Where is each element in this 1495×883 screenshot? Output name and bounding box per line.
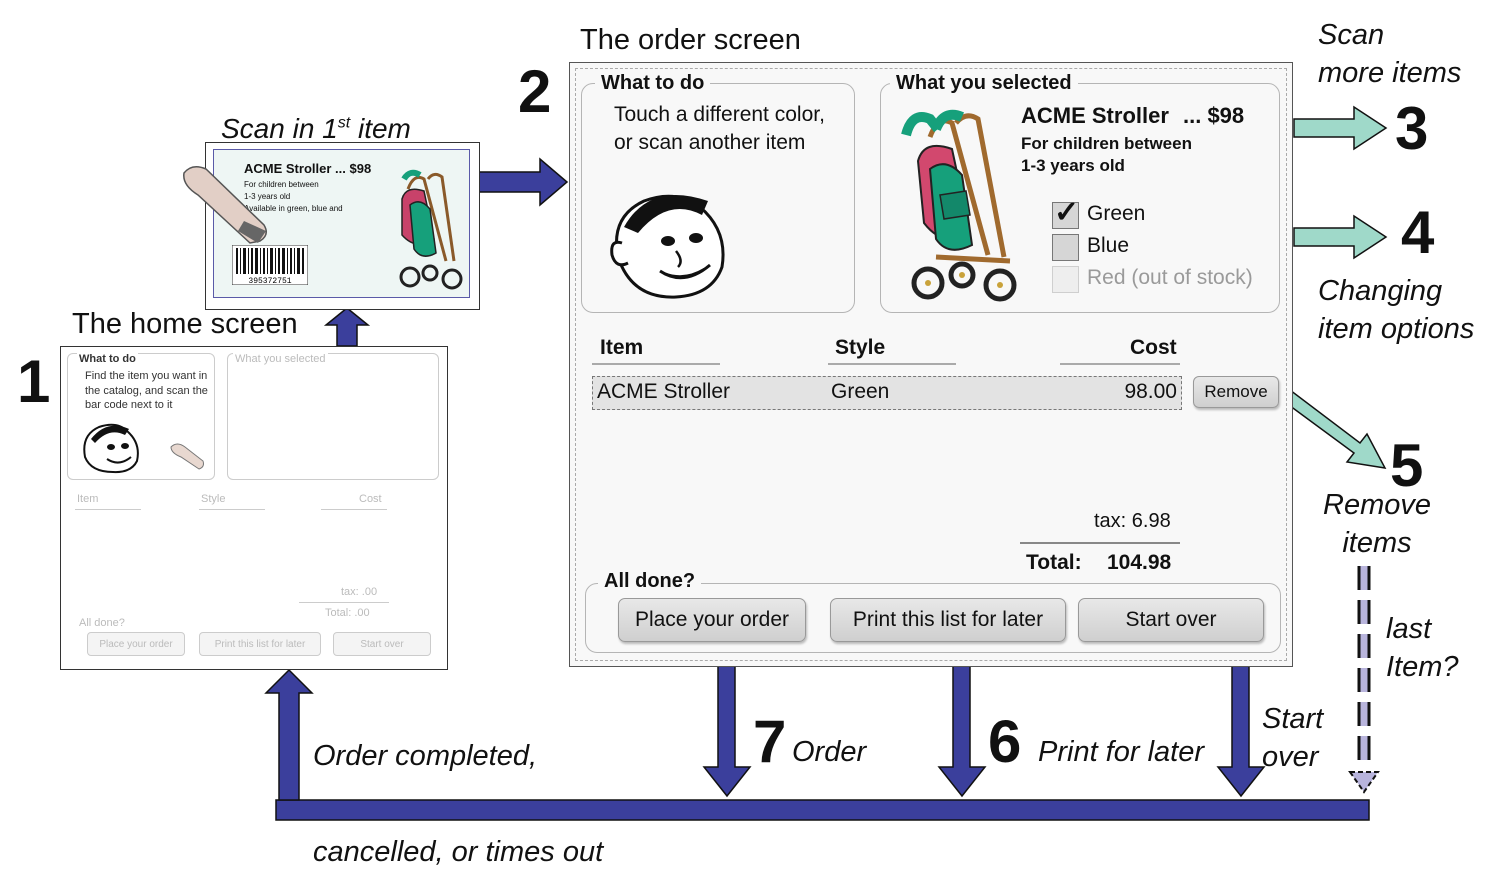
order-screen: What to do Touch a different color, or s… — [569, 62, 1293, 667]
scan-card: ACME Stroller ... $98 For children betwe… — [183, 142, 480, 310]
home-col-style: Style — [201, 493, 226, 505]
row-style: Green — [831, 380, 890, 403]
last-item-arrowhead — [1348, 771, 1380, 794]
home-col-cost: Cost — [359, 493, 382, 505]
what-to-do-legend: What to do — [595, 72, 711, 95]
start-over-button[interactable]: Start over — [1078, 598, 1264, 642]
order-screen-caption: The order screen — [580, 24, 801, 56]
checkmark-icon: ✓ — [1054, 196, 1080, 229]
what-to-do-panel — [581, 83, 855, 313]
col-style-header: Style — [835, 336, 886, 359]
remove-button[interactable]: Remove — [1193, 376, 1279, 408]
total-label: Total: — [1026, 551, 1082, 574]
option-red-label: Red (out of stock) — [1087, 266, 1253, 289]
home-place-order-button[interactable]: Place your order — [87, 632, 185, 656]
arrow-scan-to-order — [477, 157, 569, 207]
step-2: 2 — [518, 58, 552, 125]
home-face-illustration — [83, 423, 139, 474]
step-5: 5 — [1390, 432, 1424, 499]
order-label: Order — [792, 736, 867, 768]
what-you-selected-legend: What you selected — [890, 72, 1078, 95]
option-green-label: Green — [1087, 202, 1146, 225]
step-4: 4 — [1401, 199, 1435, 266]
return-bar — [275, 799, 1370, 821]
all-done-panel — [585, 583, 1281, 653]
cartoon-face-illustration — [610, 194, 725, 299]
cancelled-label: cancelled, or times out — [313, 836, 604, 868]
barcode-icon: 395372751 — [232, 245, 308, 285]
home-total: Total: .00 — [325, 607, 370, 619]
total-value: 104.98 — [1107, 551, 1172, 574]
selected-product-name: ACME Stroller — [1021, 103, 1169, 128]
home-what-to-do-panel — [67, 353, 215, 480]
option-blue-label: Blue — [1087, 234, 1130, 257]
print-later-label: Print for later — [1038, 736, 1204, 768]
place-order-button[interactable]: Place your order — [618, 598, 806, 642]
row-item: ACME Stroller — [597, 380, 731, 403]
scan-card-desc: For children between 1-3 years old Avail… — [244, 180, 343, 213]
step-7: 7 — [753, 708, 787, 775]
home-selected-legend: What you selected — [233, 353, 328, 365]
table-row[interactable]: ACME Stroller Green 98.00 — [592, 376, 1182, 410]
home-col-item: Item — [77, 493, 99, 505]
col-cost-header: Cost — [1130, 336, 1177, 359]
arrow-remove-items — [1280, 388, 1387, 469]
home-screen-caption: The home screen — [72, 308, 298, 340]
arrow-to-home — [264, 668, 314, 801]
col-item-header: Item — [600, 336, 644, 359]
tax-value: tax: 6.98 — [1094, 510, 1171, 532]
stroller-illustration — [901, 109, 1017, 302]
step-6: 6 — [988, 708, 1022, 775]
option-red-checkbox — [1052, 266, 1079, 293]
selected-product-price: ... $98 — [1183, 103, 1245, 128]
print-list-button[interactable]: Print this list for later — [830, 598, 1066, 642]
step-1: 1 — [17, 348, 51, 415]
home-all-done: All done? — [79, 617, 125, 629]
row-cost: 98.00 — [1124, 380, 1177, 403]
barcode-number: 395372751 — [248, 277, 291, 285]
all-done-legend: All done? — [598, 570, 702, 593]
order-completed-label: Order completed, — [313, 740, 538, 772]
home-screen: What to do Find the item you want in the… — [60, 346, 448, 670]
step-3: 3 — [1395, 95, 1429, 162]
home-start-over-button[interactable]: Start over — [333, 632, 431, 656]
what-to-do-instructions: Touch a different color, or scan another… — [614, 103, 825, 154]
scan-first-caption: Scan in 1st item — [221, 113, 411, 144]
home-tax: tax: .00 — [341, 586, 378, 598]
home-instructions: Find the item you want in the catalog, a… — [85, 370, 208, 411]
home-print-button[interactable]: Print this list for later — [199, 632, 321, 656]
home-scanner-icon — [170, 443, 204, 470]
arrow-home-to-scan — [323, 307, 371, 347]
home-selected-panel — [227, 353, 439, 480]
scan-stroller-illustration — [399, 169, 463, 290]
barcode-scanner-icon — [183, 166, 267, 244]
arrow-change-options — [1293, 214, 1388, 260]
arrow-scan-more — [1293, 105, 1388, 151]
what-you-selected-panel — [880, 83, 1280, 313]
option-green-checkbox[interactable]: ✓ — [1052, 196, 1079, 229]
home-what-to-do-legend: What to do — [77, 353, 138, 365]
option-blue-checkbox[interactable] — [1052, 234, 1079, 261]
scan-card-product: ACME Stroller ... $98 — [244, 161, 372, 176]
selected-product-desc: For children between 1-3 years old — [1021, 134, 1192, 175]
